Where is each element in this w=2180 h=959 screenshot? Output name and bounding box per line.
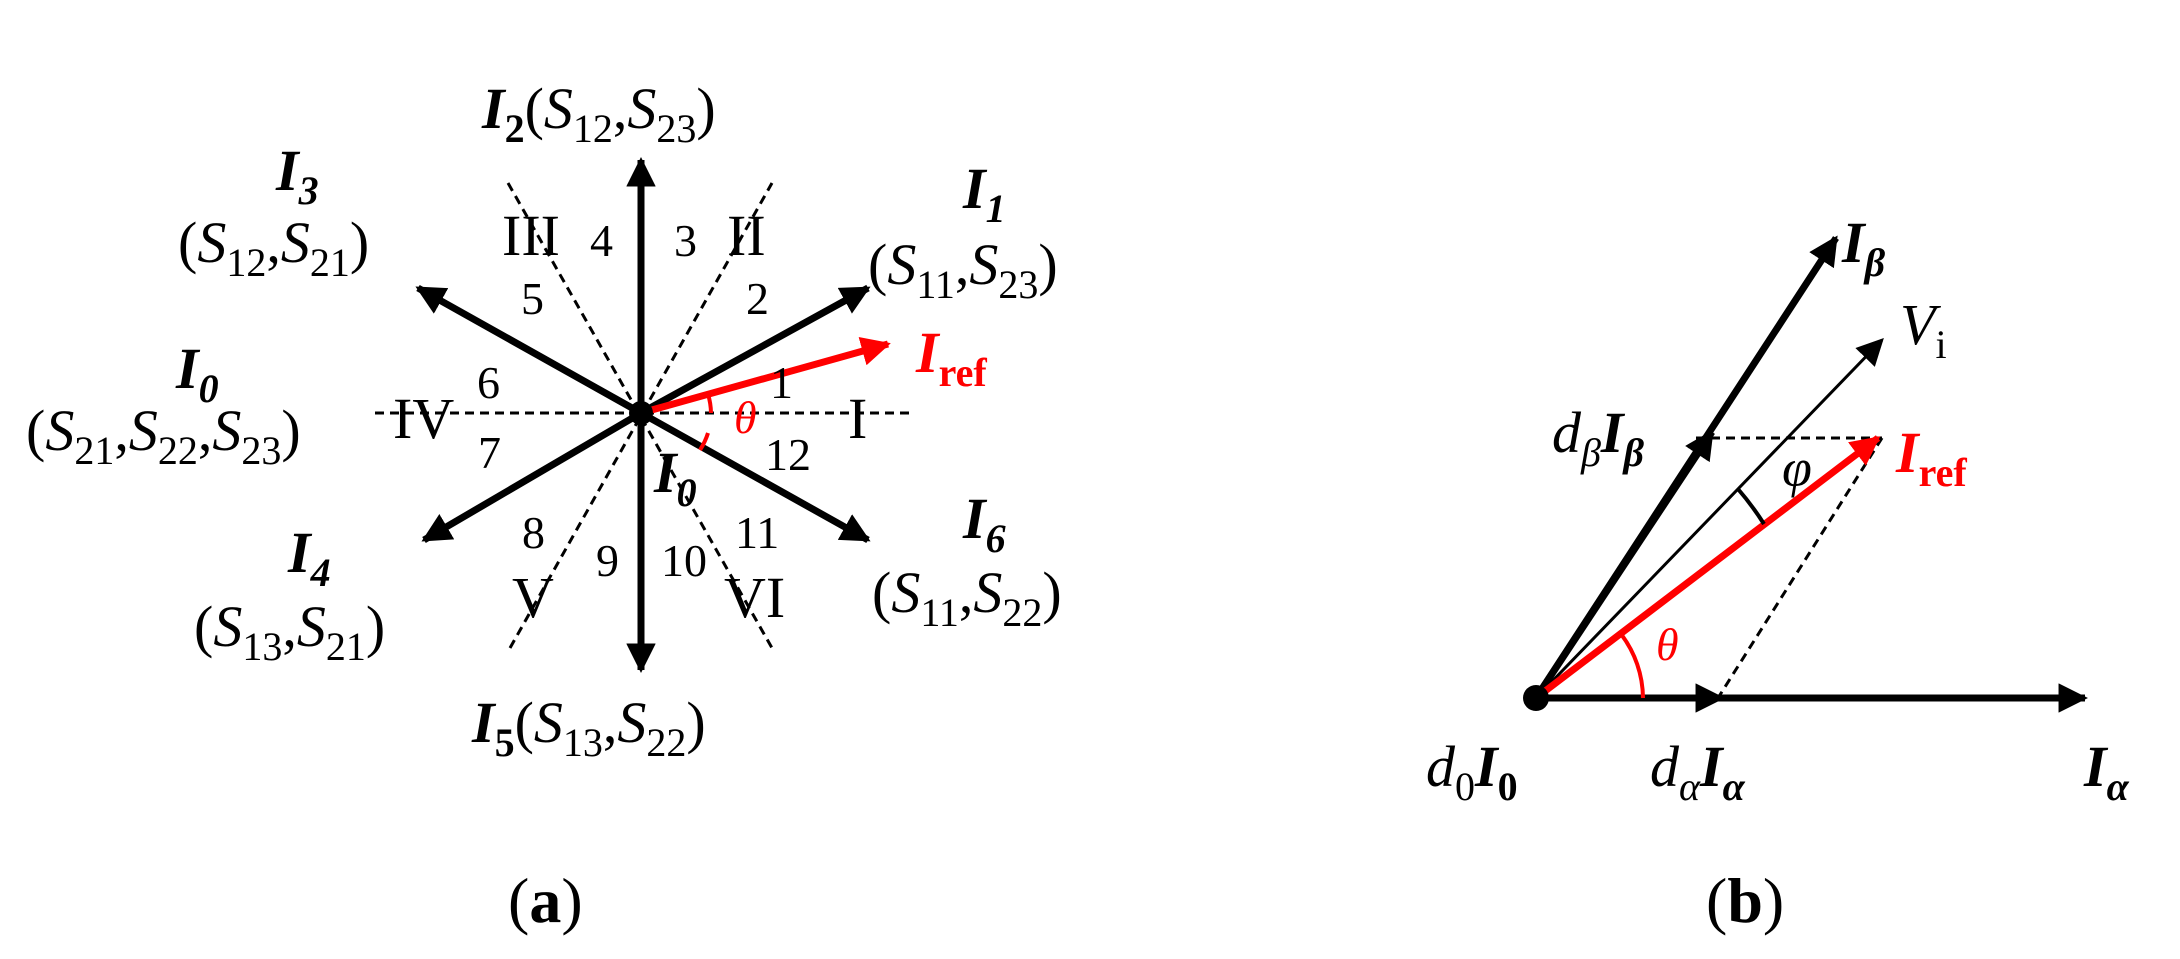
label-theta-b: θ xyxy=(1656,619,1679,670)
subsector-10: 10 xyxy=(661,535,707,586)
subsector-2: 2 xyxy=(746,273,769,324)
sector-IV: IV xyxy=(393,386,454,451)
label-I1: I1 xyxy=(962,156,1006,231)
panel-b: Iβ Vi dβIβ φ Iref θ d0I0 dαIα Iα (b) xyxy=(1426,210,2130,936)
sector-numerals: I II III IV V VI xyxy=(393,203,867,630)
vector-I4 xyxy=(421,409,643,544)
subsector-numbers: 1 2 3 4 5 6 7 8 9 10 11 12 xyxy=(477,215,811,586)
label-Iref-a: Iref xyxy=(915,320,987,395)
label-dalpha-Ialpha: dαIα xyxy=(1650,734,1746,809)
subsector-7: 7 xyxy=(478,427,501,478)
theta-arc-ext xyxy=(698,432,710,452)
label-d0-I0: d0I0 xyxy=(1426,734,1518,809)
label-dbeta-Ibeta: dβIβ xyxy=(1552,400,1645,475)
label-Iref-b: Iref xyxy=(1895,420,1967,495)
sector-V: V xyxy=(512,565,554,630)
label-Vi: Vi xyxy=(1900,292,1947,367)
label-I6-pair: (S11,S22) xyxy=(872,560,1062,635)
label-Ialpha: Iα xyxy=(2083,734,2130,809)
origin-dot-a xyxy=(629,401,653,425)
theta-arc xyxy=(706,393,713,414)
caption-b: (b) xyxy=(1706,865,1784,936)
label-I6: I6 xyxy=(962,486,1006,561)
subsector-4: 4 xyxy=(590,215,613,266)
vector-I1 xyxy=(639,284,871,417)
label-I1-pair: (S11,S23) xyxy=(868,232,1058,307)
label-theta-a: θ xyxy=(734,392,757,443)
label-I2: I2(S12,S23) xyxy=(481,76,716,151)
label-I0: I0 xyxy=(175,336,219,411)
phi-arc xyxy=(1736,487,1766,526)
subsector-3: 3 xyxy=(674,215,697,266)
subsector-1: 1 xyxy=(770,357,793,408)
label-phi: φ xyxy=(1782,438,1812,498)
subsector-6: 6 xyxy=(477,357,500,408)
active-vectors xyxy=(415,157,871,673)
origin-dot-b xyxy=(1523,685,1549,711)
sector-VI: VI xyxy=(724,565,785,630)
caption-a: (a) xyxy=(508,865,583,936)
sector-III: III xyxy=(502,203,560,268)
label-Ibeta: Iβ xyxy=(1841,210,1886,285)
vector-I6 xyxy=(639,409,871,544)
vector-Iref-b xyxy=(1533,435,1881,701)
sector-II: II xyxy=(727,203,766,268)
label-I3-pair: (S12,S21) xyxy=(178,210,369,285)
vector-Vi xyxy=(1534,338,1884,700)
sector-I: I xyxy=(848,386,867,451)
subsector-11: 11 xyxy=(735,507,779,558)
subsector-12: 12 xyxy=(765,429,811,480)
projection-diagonal xyxy=(1716,437,1884,699)
vector-I3 xyxy=(415,284,643,417)
subsector-9: 9 xyxy=(596,535,619,586)
subsector-5: 5 xyxy=(521,273,544,324)
theta-arc-b xyxy=(1619,632,1645,699)
vector-dbeta-Ibeta xyxy=(1533,429,1715,700)
vector-Iref xyxy=(640,336,891,417)
label-I4-pair: (S13,S21) xyxy=(194,594,385,669)
label-I3: I3 xyxy=(275,138,319,213)
label-I4: I4 xyxy=(287,520,331,595)
subsector-8: 8 xyxy=(522,507,545,558)
panel-a: I2(S12,S23) I3 (S12,S21) I1 (S11,S23) I0… xyxy=(26,76,1062,936)
label-I0-center: I0 xyxy=(653,440,697,515)
label-I5: I5(S13,S22) xyxy=(471,690,706,765)
label-I0-triple: (S21,S22,S23) xyxy=(26,398,301,473)
